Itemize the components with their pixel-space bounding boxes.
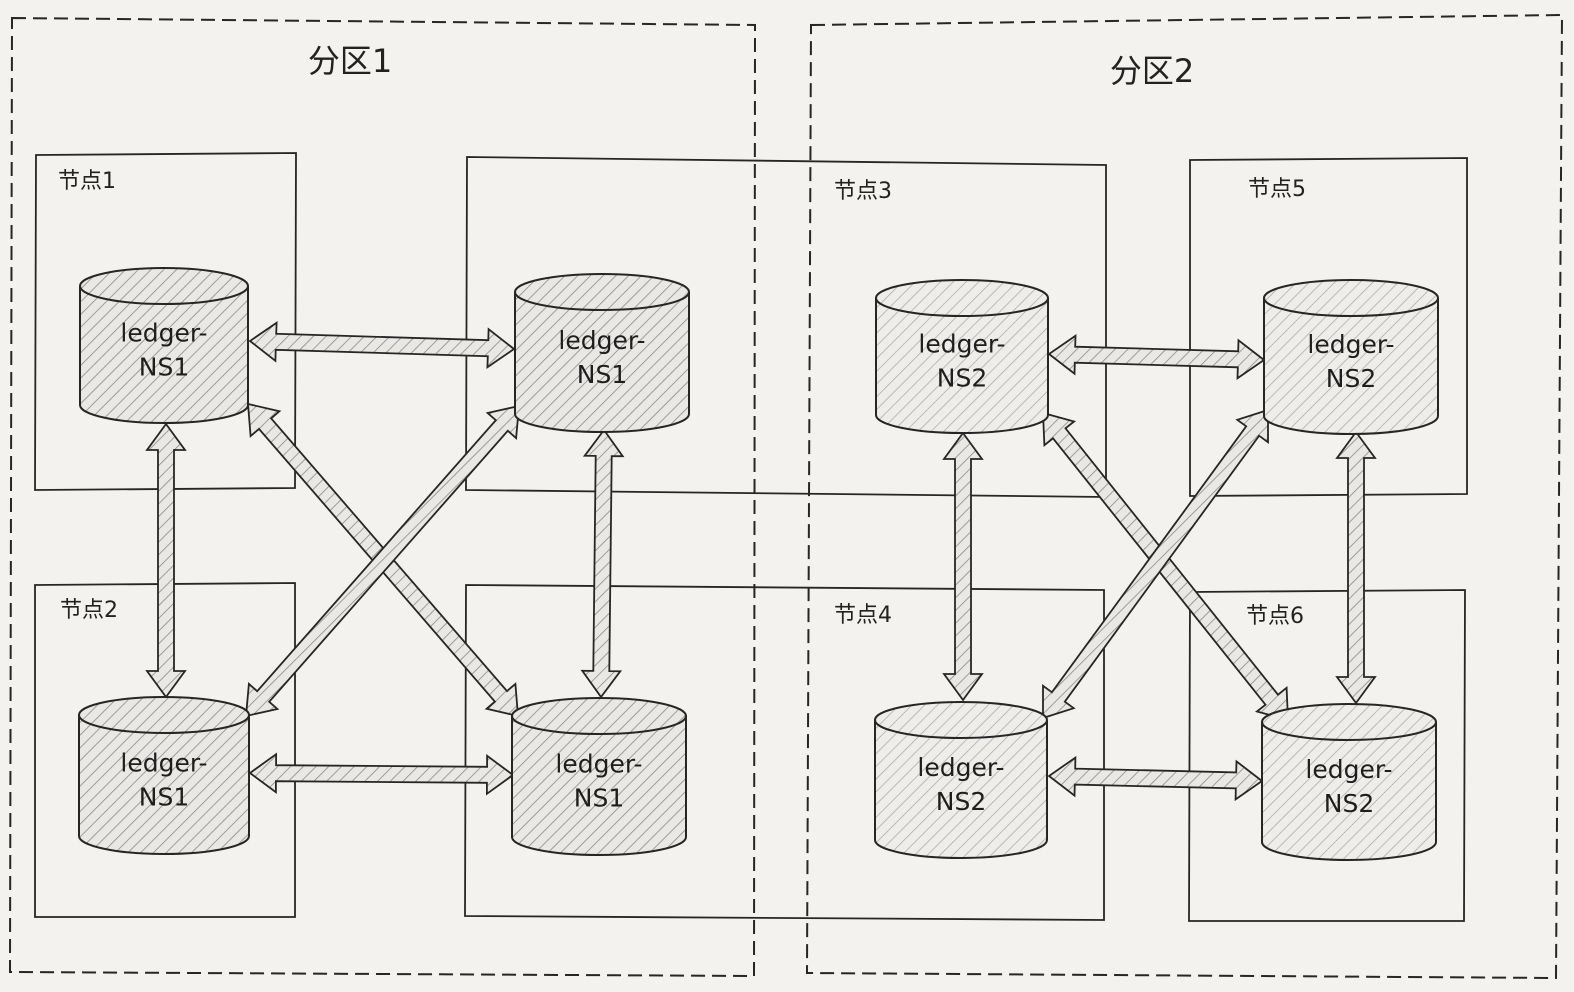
database-label-line1: ledger- [555,750,642,779]
database-cylinder: ledger- NS2 [874,701,1048,859]
node-6-label: 节点6 [1246,604,1304,629]
node-6: 节点6 [1188,589,1466,922]
node-1: 节点1 [34,152,297,491]
database-cylinder: ledger- NS2 [1261,703,1437,861]
database-body [79,286,249,424]
database-label-line2: NS1 [577,360,627,389]
database-cylinder: ledger- NS1 [79,267,249,424]
database-top [875,279,1049,317]
database-label-line2: NS1 [139,353,189,382]
database-top [79,267,249,305]
database-cylinder: ledger- NS2 [1263,279,1439,435]
arrow-db6-db8 [1335,430,1377,705]
databases: ledger- NS1 ledger- NS1 ledger- NS1 ledger- NS1… [78,267,1439,861]
arrow-db5-db6 [1047,333,1266,381]
database-label-line2: NS2 [937,364,987,393]
node-4-label: 节点4 [834,603,892,628]
node-5: 节点5 [1189,157,1468,497]
database-label-line1: ledger- [120,749,207,778]
database-body [78,715,250,855]
database-label-line1: ledger- [1307,330,1394,359]
node-4: 节点4 [834,603,892,628]
arrow-db3-db4 [248,752,515,796]
database-body [511,716,687,856]
database-top [78,696,250,734]
database-top [1261,703,1437,741]
database-label-line2: NS2 [1324,789,1374,818]
database-body [514,292,690,433]
database-top [874,701,1048,739]
database-label-line1: ledger- [558,326,645,355]
node-1-label: 节点1 [58,169,116,194]
node-2: 节点2 [34,582,296,918]
node-5-label: 节点5 [1248,177,1306,202]
database-body [875,298,1049,434]
database-label-line2: NS1 [574,784,624,813]
database-label-line2: NS2 [1326,364,1376,393]
database-label-line2: NS1 [139,783,189,812]
database-cylinder: ledger- NS1 [511,697,687,856]
database-top [514,273,690,311]
database-body [874,720,1048,859]
arrow-db1-db3 [145,422,187,699]
partition-2-title: 分区2 [1110,52,1194,90]
node-3: 节点3 [834,179,892,204]
database-label-line1: ledger- [918,330,1005,359]
arrow-db1-db2 [248,321,516,369]
replication-arrows [145,321,1377,802]
database-top [511,697,687,735]
database-label-line1: ledger- [1305,755,1392,784]
partition-1-title: 分区1 [308,42,392,80]
partition-1: 分区1 [8,16,757,978]
database-cylinder: ledger- NS1 [514,273,690,433]
database-label-line1: ledger- [917,753,1004,782]
database-cylinder: ledger- NS2 [875,279,1049,434]
database-body [1263,298,1439,435]
partition-2: 分区2 [805,13,1564,980]
database-label-line2: NS2 [936,787,986,816]
arrow-db7-db8 [1047,755,1264,802]
database-top [1263,279,1439,317]
node-2-label: 节点2 [60,598,118,623]
node-3-label: 节点3 [834,179,892,204]
database-body [1261,722,1437,861]
arrow-db5-db7 [942,431,984,702]
arrow-db2-db4 [580,428,625,699]
database-cylinder: ledger- NS1 [78,696,250,855]
database-label-line1: ledger- [120,319,207,348]
